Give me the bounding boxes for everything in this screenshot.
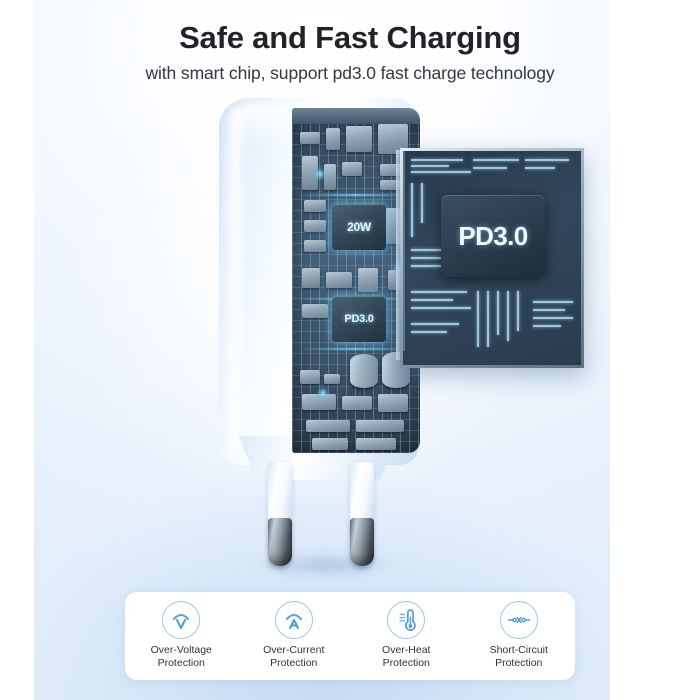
protection-features-card: Over-Voltage Protection Over-Current Pro…: [125, 592, 575, 680]
prong-tip: [268, 518, 292, 566]
page-title: Safe and Fast Charging: [179, 20, 521, 55]
feature-over-voltage: Over-Voltage Protection: [125, 601, 237, 671]
feature-label: Short-Circuit Protection: [489, 644, 548, 670]
prong-tip: [350, 518, 374, 566]
prong-shaft: [268, 462, 292, 522]
over-current-icon: [274, 601, 313, 639]
chip-pd30-label: PD3.0: [344, 313, 374, 325]
feature-label: Over-Heat Protection: [382, 644, 431, 670]
feature-over-current: Over-Current Protection: [238, 601, 350, 671]
over-voltage-icon: [162, 601, 201, 639]
magnified-chip-label: PD3.0: [458, 220, 528, 251]
body-left-highlight: [221, 104, 247, 456]
chip-20w-label: 20W: [347, 220, 371, 234]
feature-over-heat: Over-Heat Protection: [350, 601, 462, 671]
magnified-chip-die: PD3.0: [441, 195, 545, 277]
prong-shaft: [350, 462, 374, 522]
cutaway-top-lip: [292, 108, 420, 124]
feature-short-circuit: Short-Circuit Protection: [463, 601, 575, 671]
product-shadow: [225, 548, 425, 582]
feature-label: Over-Voltage Protection: [150, 644, 212, 670]
chip-pd30: PD3.0: [332, 296, 386, 342]
over-heat-icon: [387, 601, 426, 639]
magnified-circuit-traces: [403, 151, 581, 365]
chip-20w: 20W: [332, 204, 386, 250]
page-subtitle: with smart chip, support pd3.0 fast char…: [145, 62, 555, 83]
magnified-chip-panel: PD3.0: [400, 148, 584, 368]
feature-label: Over-Current Protection: [263, 644, 325, 670]
short-circuit-icon: [499, 601, 538, 639]
header: Safe and Fast Charging with smart chip, …: [0, 20, 700, 84]
